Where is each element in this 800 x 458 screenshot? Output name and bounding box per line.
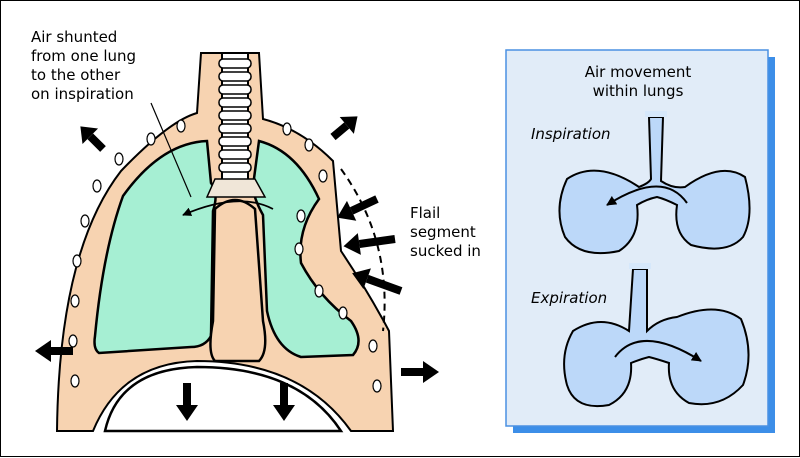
mediastinum	[209, 198, 267, 363]
air-shunted-label: Air shunted from one lung to the other o…	[31, 28, 137, 103]
trachea	[205, 52, 267, 198]
inset-title: Air movement within lungs	[584, 63, 692, 100]
left-lung	[93, 139, 217, 355]
right-lung	[251, 139, 360, 359]
motion-arrows	[35, 116, 439, 421]
flail-segment-outline	[340, 168, 386, 332]
rib-marks	[68, 119, 382, 393]
air-shunted-pointer	[150, 102, 192, 198]
inspiration-lungs	[558, 111, 751, 255]
shunt-airflow-arrow	[182, 200, 274, 216]
flail-segment-label: Flail segment sucked in	[410, 204, 481, 260]
expiration-lungs	[563, 263, 750, 407]
inspiration-label: Inspiration	[531, 125, 611, 143]
expiration-label: Expiration	[531, 289, 608, 307]
